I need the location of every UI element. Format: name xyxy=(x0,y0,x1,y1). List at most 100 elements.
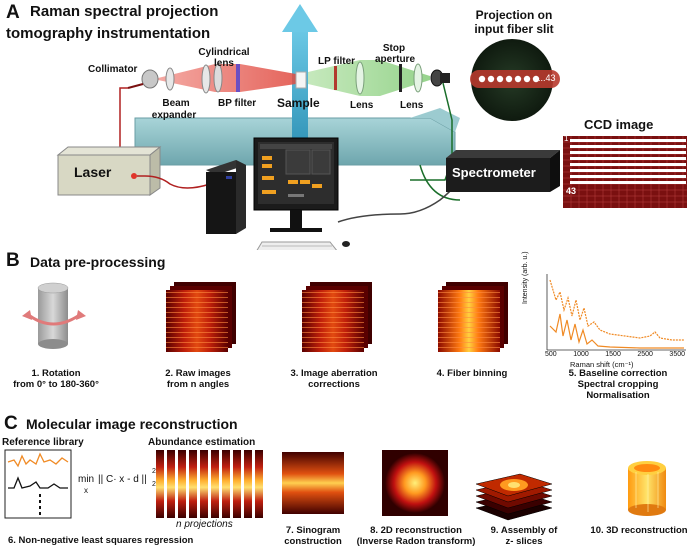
mouse xyxy=(342,241,350,247)
label-beam-expander-1: Beam xyxy=(162,98,190,109)
step-6-line1: 6. Non-negative least squares regression xyxy=(8,535,194,546)
label-stop-aperture-2: aperture xyxy=(374,54,415,65)
label-fiber-index: ...43 xyxy=(538,73,556,83)
collimator xyxy=(141,69,159,89)
label-lens-1: Lens xyxy=(350,100,374,111)
laser-beam xyxy=(158,64,296,92)
label-laser: Laser xyxy=(74,164,112,180)
label-bp-filter: BP filter xyxy=(218,98,257,109)
tick-1500: 1500 xyxy=(605,351,621,358)
step-5-line3: Normalisation xyxy=(586,390,650,401)
reference-library-box xyxy=(4,449,72,519)
step-6-caption: 6. Non-negative least squares regression xyxy=(8,535,258,546)
step-5-line2: Spectral cropping xyxy=(577,379,659,390)
step-2-line1: 2. Raw images xyxy=(165,368,231,379)
binned-image-stack xyxy=(438,282,508,352)
mini-chart-ticks: 500 1000 1500 2500 3500 xyxy=(545,351,685,358)
tick-3500: 3500 xyxy=(669,351,685,358)
label-spectrometer: Spectrometer xyxy=(452,165,536,180)
step-8-line2: (Inverse Radon transform) xyxy=(356,536,476,547)
label-n-projections: n projections xyxy=(176,519,233,530)
formula-min: min xyxy=(78,474,95,485)
label-cylindrical-lens-1: Cylindrical xyxy=(198,47,250,58)
step-3-line2: corrections xyxy=(308,379,360,390)
computer-tower xyxy=(206,160,246,234)
baseline-spectra-chart xyxy=(546,274,686,351)
signal-arrow xyxy=(282,4,318,158)
raw-image-stack xyxy=(166,282,236,352)
panel-b-letter: B xyxy=(6,250,20,271)
label-reference-library: Reference library xyxy=(2,437,84,448)
step-2-caption: 2. Raw images from n angles xyxy=(150,368,246,390)
step-8-line1: 8. 2D reconstruction xyxy=(370,525,462,536)
step-7-caption: 7. Sinogram construction xyxy=(276,525,350,547)
reconstruction-illustration xyxy=(4,449,666,521)
rotation-cylinder xyxy=(22,282,86,349)
label-ccd-index-1: 1 xyxy=(564,134,569,143)
label-cylindrical-lens-2: lens xyxy=(213,58,234,69)
step-7-line1: 7. Sinogram xyxy=(285,525,341,536)
step-10-line1: 10. 3D reconstruction xyxy=(590,525,688,536)
step-8-caption: 8. 2D reconstruction (Inverse Radon tran… xyxy=(352,525,480,547)
label-projection-2: input fiber slit xyxy=(474,22,554,36)
label-lp-filter: LP filter xyxy=(318,56,356,67)
lens-2 xyxy=(413,63,423,93)
formula-subscript-norm: 2 xyxy=(152,481,156,488)
monitor xyxy=(253,137,339,232)
step-7-line2: construction xyxy=(284,536,342,547)
formula-body: || C· x - d || xyxy=(98,474,147,485)
preprocessing-illustration xyxy=(22,274,686,352)
step-5-line1: 5. Baseline correction xyxy=(568,368,668,379)
laser-box xyxy=(56,145,162,196)
step-2-line2: from n angles xyxy=(166,379,230,390)
corrected-image-stack xyxy=(302,282,372,352)
step-1-line2: from 0° to 180-360° xyxy=(13,379,99,390)
projection-columns xyxy=(156,450,263,518)
step-3-caption: 3. Image aberration corrections xyxy=(284,368,384,390)
tick-500: 500 xyxy=(545,351,557,358)
beam-expander-lens-1 xyxy=(165,67,175,91)
fiber-slit-projection xyxy=(470,39,560,121)
step-4-caption: 4. Fiber binning xyxy=(424,368,520,379)
step-9-caption: 9. Assembly of z- slices xyxy=(482,525,566,547)
label-abundance-estimation: Abundance estimation xyxy=(148,437,256,448)
label-ccd-title: CCD image xyxy=(584,117,654,132)
label-beam-expander-2: expander xyxy=(151,110,197,121)
label-sample: Sample xyxy=(277,96,320,110)
tick-2500: 2500 xyxy=(637,351,653,358)
mini-chart-ylabel: Intensity (arb. u.) xyxy=(522,251,529,304)
beam-expander-lens-2 xyxy=(201,64,211,94)
label-ccd-index-43: 43 xyxy=(566,186,577,196)
step-1-line1: 1. Rotation xyxy=(31,368,81,379)
label-lens-2: Lens xyxy=(400,100,424,111)
step-9-line2: z- slices xyxy=(505,536,543,547)
stop-aperture xyxy=(399,64,402,92)
formula-subscript: x xyxy=(84,486,88,495)
label-stop-aperture-1: Stop xyxy=(382,43,406,54)
spectrometer-box xyxy=(446,150,560,192)
step-1-caption: 1. Rotation from 0° to 180-360° xyxy=(8,368,104,390)
keyboard xyxy=(256,241,338,250)
bp-filter xyxy=(236,64,240,92)
lp-filter xyxy=(334,66,337,90)
step-5-caption: 5. Baseline correction Spectral cropping… xyxy=(548,368,688,401)
z-slice-stack xyxy=(475,473,553,521)
panel-a-title-line1: Raman spectral projection xyxy=(30,3,219,20)
step-9-line1: 9. Assembly of xyxy=(490,525,558,536)
mini-chart-xlabel: Raman shift (cm⁻¹) xyxy=(570,360,634,369)
panel-a-letter: A xyxy=(6,2,20,23)
sinogram-image xyxy=(282,452,344,514)
reconstruction-3d-image xyxy=(628,461,666,516)
panel-c-letter: C xyxy=(4,413,18,434)
step-3-line1: 3. Image aberration xyxy=(290,368,378,379)
cylindrical-lens xyxy=(213,63,223,93)
panel-a-title-line2: tomography instrumentation xyxy=(6,25,211,42)
step-4-line1: 4. Fiber binning xyxy=(436,368,508,379)
sample-holder xyxy=(295,71,307,89)
instrument-illustration xyxy=(56,4,687,250)
panel-c-title: Molecular image reconstruction xyxy=(26,416,238,432)
panel-b-title: Data pre-processing xyxy=(30,254,166,270)
label-projection-1: Projection on xyxy=(475,8,553,22)
step-10-caption: 10. 3D reconstruction xyxy=(584,525,694,536)
label-collimator: Collimator xyxy=(88,64,138,75)
